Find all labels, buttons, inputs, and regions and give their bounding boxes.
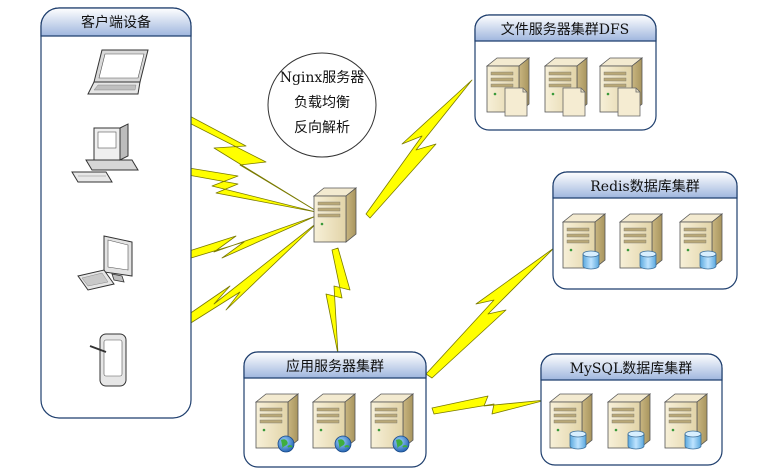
database-server-icon bbox=[680, 214, 722, 269]
mysql-group: MySQL数据库集群 bbox=[540, 353, 723, 466]
nginx-callout-line2: 负载均衡 bbox=[294, 95, 350, 111]
nginx-callout: Nginx服务器 负载均衡 反向解析 bbox=[267, 52, 377, 158]
app-group: 应用服务器集群 bbox=[243, 351, 427, 468]
redis-group-title: Redis数据库集群 bbox=[590, 178, 699, 195]
web-server-icon bbox=[256, 394, 298, 452]
redis-group: Redis数据库集群 bbox=[552, 171, 738, 290]
web-server-icon bbox=[371, 394, 413, 452]
dfs-group: 文件服务器集群DFS bbox=[474, 14, 657, 131]
nginx-callout-line1: Nginx服务器 bbox=[280, 70, 365, 86]
file-server-icon bbox=[545, 58, 587, 116]
mysql-group-title: MySQL数据库集群 bbox=[570, 360, 693, 377]
database-server-icon bbox=[563, 214, 605, 269]
database-server-icon bbox=[608, 394, 650, 449]
tablet-icon bbox=[89, 333, 127, 387]
file-server-icon bbox=[487, 58, 529, 116]
app-group-title: 应用服务器集群 bbox=[286, 358, 384, 375]
dfs-group-title: 文件服务器集群DFS bbox=[501, 21, 630, 38]
nginx-server-icon bbox=[313, 187, 357, 243]
client-group-title: 客户端设备 bbox=[81, 14, 151, 31]
desktop-pc-icon bbox=[71, 123, 139, 183]
link-app-redis bbox=[425, 247, 555, 379]
monitor-keyboard-icon bbox=[77, 235, 133, 291]
link-nginx-app bbox=[325, 247, 351, 355]
laptop-icon bbox=[87, 49, 149, 95]
nginx-callout-line3: 反向解析 bbox=[294, 120, 350, 136]
database-server-icon bbox=[550, 394, 592, 449]
web-server-icon bbox=[313, 394, 355, 452]
file-server-icon bbox=[600, 58, 642, 116]
link-app-mysql bbox=[431, 395, 547, 415]
database-server-icon bbox=[620, 214, 662, 269]
client-group: 客户端设备 bbox=[40, 7, 192, 419]
link-nginx-dfs bbox=[365, 79, 473, 219]
database-server-icon bbox=[665, 394, 707, 449]
